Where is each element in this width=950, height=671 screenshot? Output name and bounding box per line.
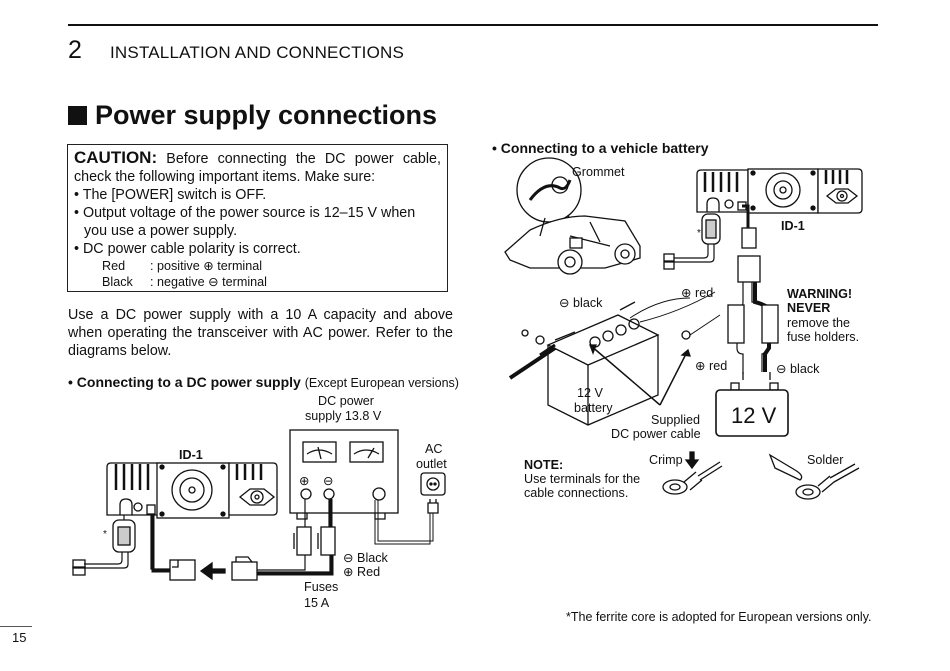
dc-supply-heading: • Connecting to a DC power supply (Excep… [68,374,459,390]
dc-supply-label: DC power [318,394,374,408]
fuse-holders-dc [255,499,336,576]
vehicle-battery-illustration [508,291,721,426]
dc-supply-voltage-label: supply 13.8 V [305,409,382,423]
caution-item: • Output voltage of the power source is … [74,205,416,239]
radio-label-dc: ID-1 [179,448,203,462]
black-square-icon [68,106,87,125]
warning-text-1: remove the [787,316,850,330]
page-number: 15 [12,630,27,645]
caution-intro: CAUTION: Before connecting the DC power … [74,148,441,186]
ac-label: AC [425,442,443,456]
page-number-rule [0,626,32,627]
crimp-label: Crimp [649,453,683,467]
fuses-rating-label: 15 A [304,596,330,610]
solder-terminal-icon [768,453,860,500]
caution-item: • The [POWER] switch is OFF. [74,187,267,203]
polarity-black: Black: negative ⊖ terminal [102,275,267,289]
chapter-title: INSTALLATION AND CONNECTIONS [110,43,405,62]
chapter-number: 2 [68,36,82,64]
ac-outlet-icon [374,472,446,545]
caution-item: • DC power cable polarity is correct. [74,241,301,257]
body-paragraph: Use a DC power supply with a 10 A capaci… [68,307,453,359]
warning-never: NEVER [787,301,831,315]
dc-cable-to-radio [150,514,196,581]
black-top-label: ⊖ black [559,296,603,310]
note-text-2: cable connections. [524,486,629,500]
plus-terminal-label: ⊕ [299,474,310,488]
black-wire-label: ⊖ Black [343,551,388,565]
car-illustration [504,157,641,275]
caution-box: CAUTION: Before connecting the DC power … [67,144,448,292]
arrow-left-icon [199,561,226,581]
fuses-label: Fuses [304,580,339,594]
radio-id1-rear-vehicle [696,168,863,214]
polarity-red: Red: positive ⊕ terminal [102,259,263,273]
battery-voltage-label: 12 V [577,386,603,400]
section-title: Power supply connections [68,100,437,131]
battery-label: battery [574,401,613,415]
ac-outlet-label: outlet [416,457,447,471]
vehicle-dc-cable [727,204,779,380]
grommet-label: Grommet [572,165,625,179]
warning-text-2: fuse holders. [787,330,860,344]
dc-power-supply-unit [289,429,399,520]
solder-label: Solder [807,453,844,467]
asterisk-mark-dc: * [103,529,107,540]
battery-symbol [715,382,789,437]
dc-plug-connector [231,556,258,581]
footnote: *The ferrite core is adopted for Europea… [566,610,872,624]
note-title: NOTE: [524,458,564,472]
red-wire-label: ⊕ Red [343,565,381,579]
supplied-label: Supplied [651,413,701,427]
note-text-1: Use terminals for the [524,472,641,486]
radio-id1-rear-dc [106,462,278,519]
asterisk-mark-vehicle: * [697,228,701,239]
ferrite-core-vehicle [663,213,721,270]
red-bottom-label: ⊕ red [695,359,728,373]
vehicle-heading: • Connecting to a vehicle battery [492,140,709,156]
section-title-text: Power supply connections [95,100,438,130]
radio-label-vehicle: ID-1 [781,219,805,233]
caution-label: CAUTION: [74,148,158,167]
warning-title: WARNING! [787,287,853,301]
dc-cable-label: DC power cable [611,427,701,441]
red-top-label: ⊕ red [681,286,714,300]
crimp-terminal-icon [662,451,723,495]
minus-terminal-label: ⊖ [323,474,334,488]
black-bottom-label: ⊖ black [776,362,820,376]
top-rule [68,24,878,26]
ferrite-core-dc [72,515,136,576]
battery-symbol-label: 12 V [731,403,777,428]
